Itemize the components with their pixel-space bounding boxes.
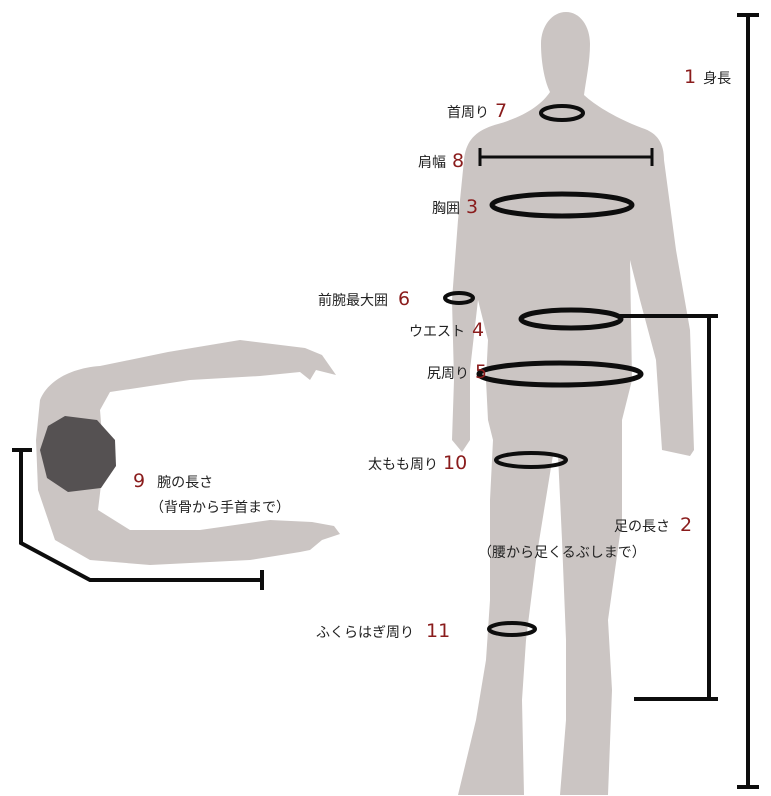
label-leg-length: 足の長さ 2 [614,514,692,536]
label-thigh: 太もも周り 10 [368,452,467,474]
label-shoulder: 肩幅 8 [418,150,464,172]
standing-body-silhouette [452,12,694,795]
label-forearm: 前腕最大囲 6 [318,288,410,310]
label-arm-length-note: （背骨から手首まで） [150,500,290,516]
head-top-view [40,416,116,492]
height-measure-line [737,15,759,787]
label-neck: 首周り 7 [447,100,507,122]
label-leg-length-note: （腰から足くるぶしまで） [478,545,646,561]
label-calf: ふくらはぎ周り 11 [316,620,450,642]
label-arm-length: 9 腕の長さ [133,470,213,492]
label-height: 1 身長 [684,66,731,88]
arm-top-view-figure [36,340,340,565]
label-chest: 胸囲 3 [432,196,478,218]
label-waist: ウエスト 4 [409,319,484,341]
standing-figure [452,12,694,795]
